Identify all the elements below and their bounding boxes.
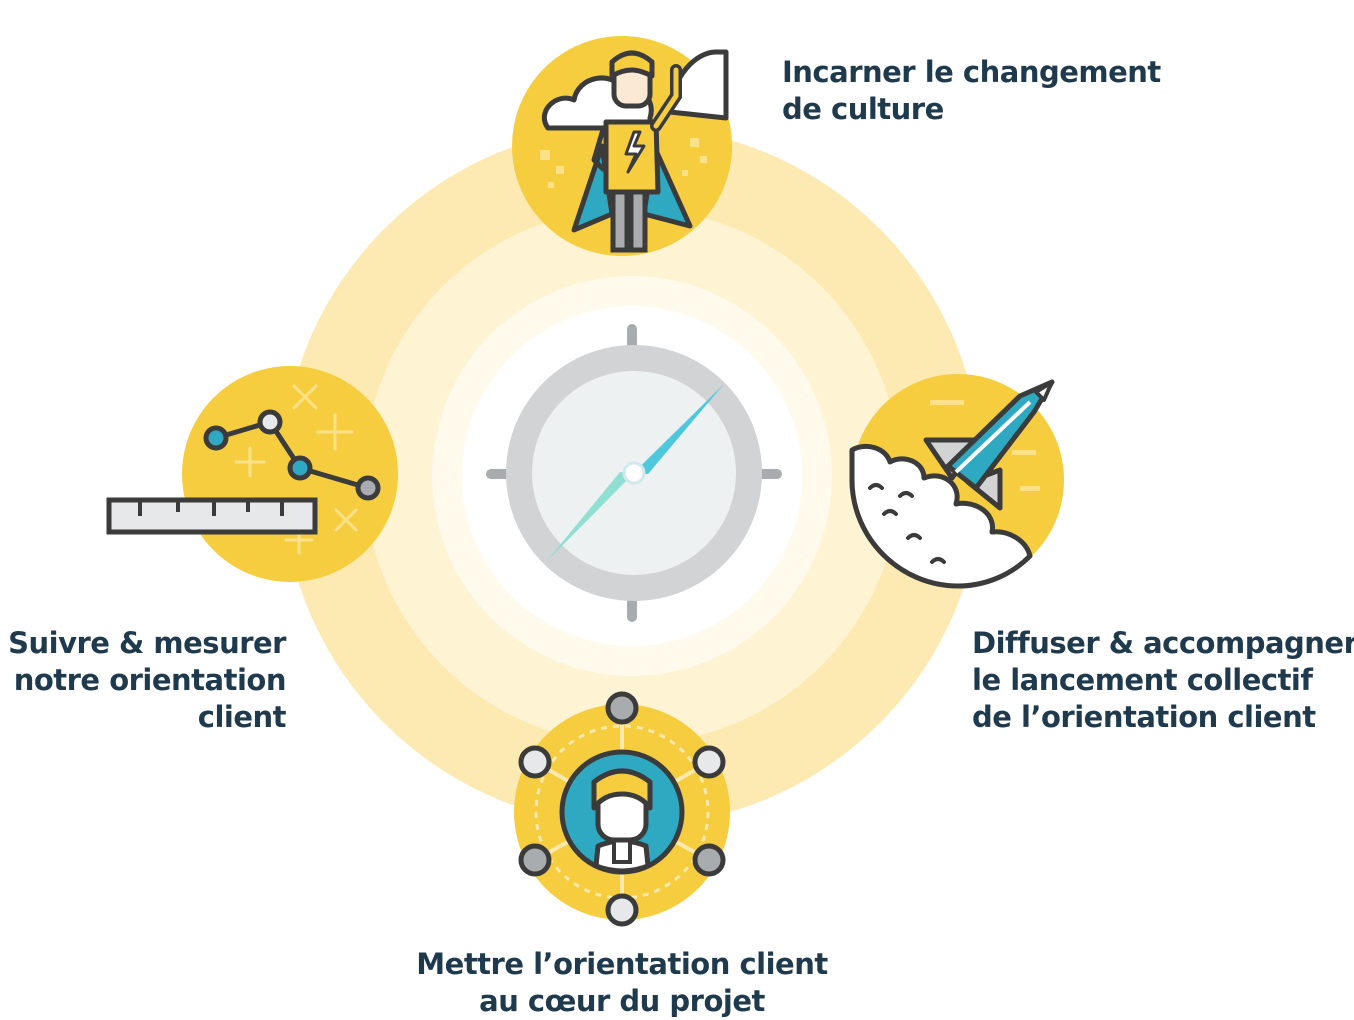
step-label-line: le lancement collectif — [972, 663, 1313, 697]
rocket-icon — [849, 374, 1064, 589]
network-person-icon — [514, 691, 730, 927]
step-label-line: Suivre & mesurer — [8, 626, 286, 660]
step-label-line: de l’orientation client — [972, 700, 1316, 734]
step-label-line: au cœur du projet — [479, 984, 765, 1018]
step-label-bottom: Mettre l’orientation client au cœur du p… — [0, 946, 1244, 1020]
step-label-line: Mettre l’orientation client — [416, 947, 828, 981]
step-label-right: Diffuser & accompagner le lancement coll… — [972, 625, 1354, 736]
step-label-line: client — [197, 700, 287, 734]
step-label-top: Incarner le changement de culture — [782, 54, 1161, 128]
compass-icon — [486, 324, 782, 622]
step-label-line: notre orientation — [13, 663, 287, 697]
step-label-line: Incarner le changement — [782, 55, 1161, 89]
step-label-left: Suivre & mesurer notre orientation clien… — [8, 625, 286, 736]
step-label-line: Diffuser & accompagner — [972, 626, 1354, 660]
chart-ruler-icon — [106, 366, 398, 582]
superhero-icon — [512, 36, 732, 256]
step-label-line: de culture — [782, 92, 944, 126]
